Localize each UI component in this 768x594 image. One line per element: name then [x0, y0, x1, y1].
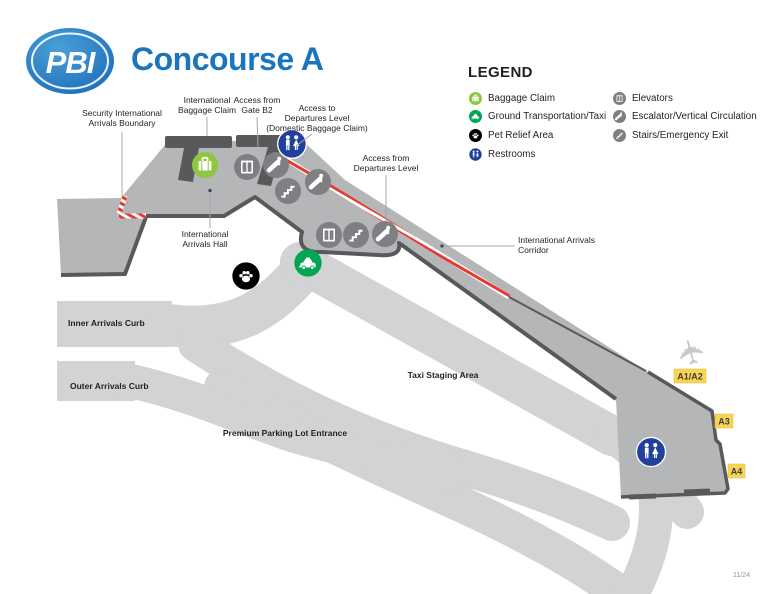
- pet-relief-icon: [469, 128, 482, 142]
- label-outer-curb: Outer Arrivals Curb: [70, 381, 149, 391]
- label-from-departures: Departures Level: [354, 163, 419, 173]
- ground-transportation-icon: [293, 248, 323, 278]
- label-arrivals-hall: Arrivals Hall: [182, 239, 227, 249]
- label-premium-parking: Premium Parking Lot Entrance: [223, 428, 347, 438]
- leader-lines: [121, 116, 515, 247]
- legend: LEGEND Baggage Claim Ground Transportati…: [468, 64, 757, 163]
- legend-item-pet-relief: Pet Relief Area: [468, 126, 612, 145]
- legend-item-label: Stairs/Emergency Exit: [632, 129, 729, 141]
- wing-edge: [60, 216, 148, 277]
- gate-label-a3: A3: [714, 413, 734, 429]
- label-from-departures: Access from: [363, 153, 410, 163]
- baggage-claim-icon: [468, 91, 483, 106]
- restrooms-icon: [277, 129, 307, 159]
- legend-item-label: Pet Relief Area: [488, 129, 554, 141]
- map-labels: Security International Arrivals Boundary…: [68, 95, 595, 438]
- legend-item-label: Baggage Claim: [488, 92, 555, 104]
- label-arrivals-corridor: International Arrivals: [518, 235, 595, 245]
- building-edges: [60, 195, 730, 499]
- page-title: Concourse A: [131, 41, 324, 77]
- legend-item-label: Restrooms: [488, 148, 536, 160]
- concourse-notch: [628, 493, 657, 500]
- roadways: [57, 242, 704, 594]
- concourse-edge: [620, 370, 730, 499]
- road-inner-curb-ramp: [147, 249, 324, 348]
- logo-text: PBI: [46, 45, 97, 80]
- gate-labels: A1/A2 A3 A4: [673, 368, 746, 479]
- gate-label-a4: A4: [727, 463, 746, 479]
- legend-item-label: Escalator/Vertical Circulation: [632, 111, 757, 123]
- legend-item-baggage-claim: Baggage Claim: [468, 89, 612, 108]
- legend-item-stairs: Stairs/Emergency Exit: [612, 126, 757, 145]
- concourse-notch: [683, 488, 711, 495]
- stairs-icon: [612, 128, 627, 143]
- hall-corridor-edge: [146, 195, 618, 401]
- svg-text:A4: A4: [731, 467, 743, 477]
- legend-title: LEGEND: [468, 64, 533, 81]
- airplane-icon: ✈: [670, 333, 714, 370]
- ground-transportation-icon: [468, 110, 483, 124]
- escalator-icon: [612, 109, 627, 125]
- stairs-icon: [274, 177, 302, 205]
- label-security-boundary: Arrivals Boundary: [88, 118, 156, 128]
- elevator-icon: [316, 222, 342, 248]
- label-departures-access: Access to: [299, 103, 336, 113]
- pet-relief-icon: [232, 262, 260, 290]
- label-inner-curb: Inner Arrivals Curb: [68, 318, 145, 328]
- elevator-icon: [234, 154, 260, 180]
- pbi-logo: PBI: [26, 28, 114, 94]
- legend-item-elevators: Elevators: [612, 89, 757, 108]
- svg-text:A1/A2: A1/A2: [677, 372, 703, 382]
- road-parking-entrance: [114, 364, 467, 490]
- leader-dot: [440, 244, 444, 248]
- label-security-boundary: Security International: [82, 108, 162, 118]
- revision-date: 11/24: [733, 572, 750, 579]
- stairs-icon: [342, 221, 370, 249]
- label-arrivals-hall: International: [182, 229, 229, 239]
- baggage-claim-icon: [191, 151, 219, 179]
- legend-item-ground-transportation: Ground Transportation/Taxi: [468, 108, 612, 127]
- leader-dot: [208, 189, 212, 192]
- label-arrivals-corridor: Corridor: [518, 245, 549, 255]
- gate-label-a1a2: A1/A2: [673, 368, 707, 384]
- elevator-icon: [613, 91, 626, 105]
- label-gate-b2: Access from: [234, 95, 281, 105]
- label-intl-baggage: Baggage Claim: [178, 105, 236, 115]
- legend-item-label: Elevators: [632, 92, 673, 104]
- label-departures-access: (Domestic Baggage Claim): [266, 123, 368, 133]
- svg-text:A3: A3: [718, 417, 730, 427]
- restrooms-icon: [468, 147, 483, 161]
- label-taxi-staging: Taxi Staging Area: [408, 370, 479, 380]
- corridor-top-edge: [508, 296, 647, 372]
- escalator-icon: [372, 221, 398, 247]
- legend-item-restrooms: Restrooms: [468, 145, 612, 164]
- label-gate-b2: Gate B2: [241, 105, 272, 115]
- label-intl-baggage: International: [184, 95, 231, 105]
- escalator-icon: [305, 169, 331, 195]
- legend-item-escalator: Escalator/Vertical Circulation: [612, 108, 757, 127]
- road-corridor-side: [280, 242, 632, 456]
- restrooms-icon: [635, 436, 667, 468]
- label-departures-access: Departures Level: [285, 113, 350, 123]
- legend-item-label: Ground Transportation/Taxi: [488, 111, 607, 123]
